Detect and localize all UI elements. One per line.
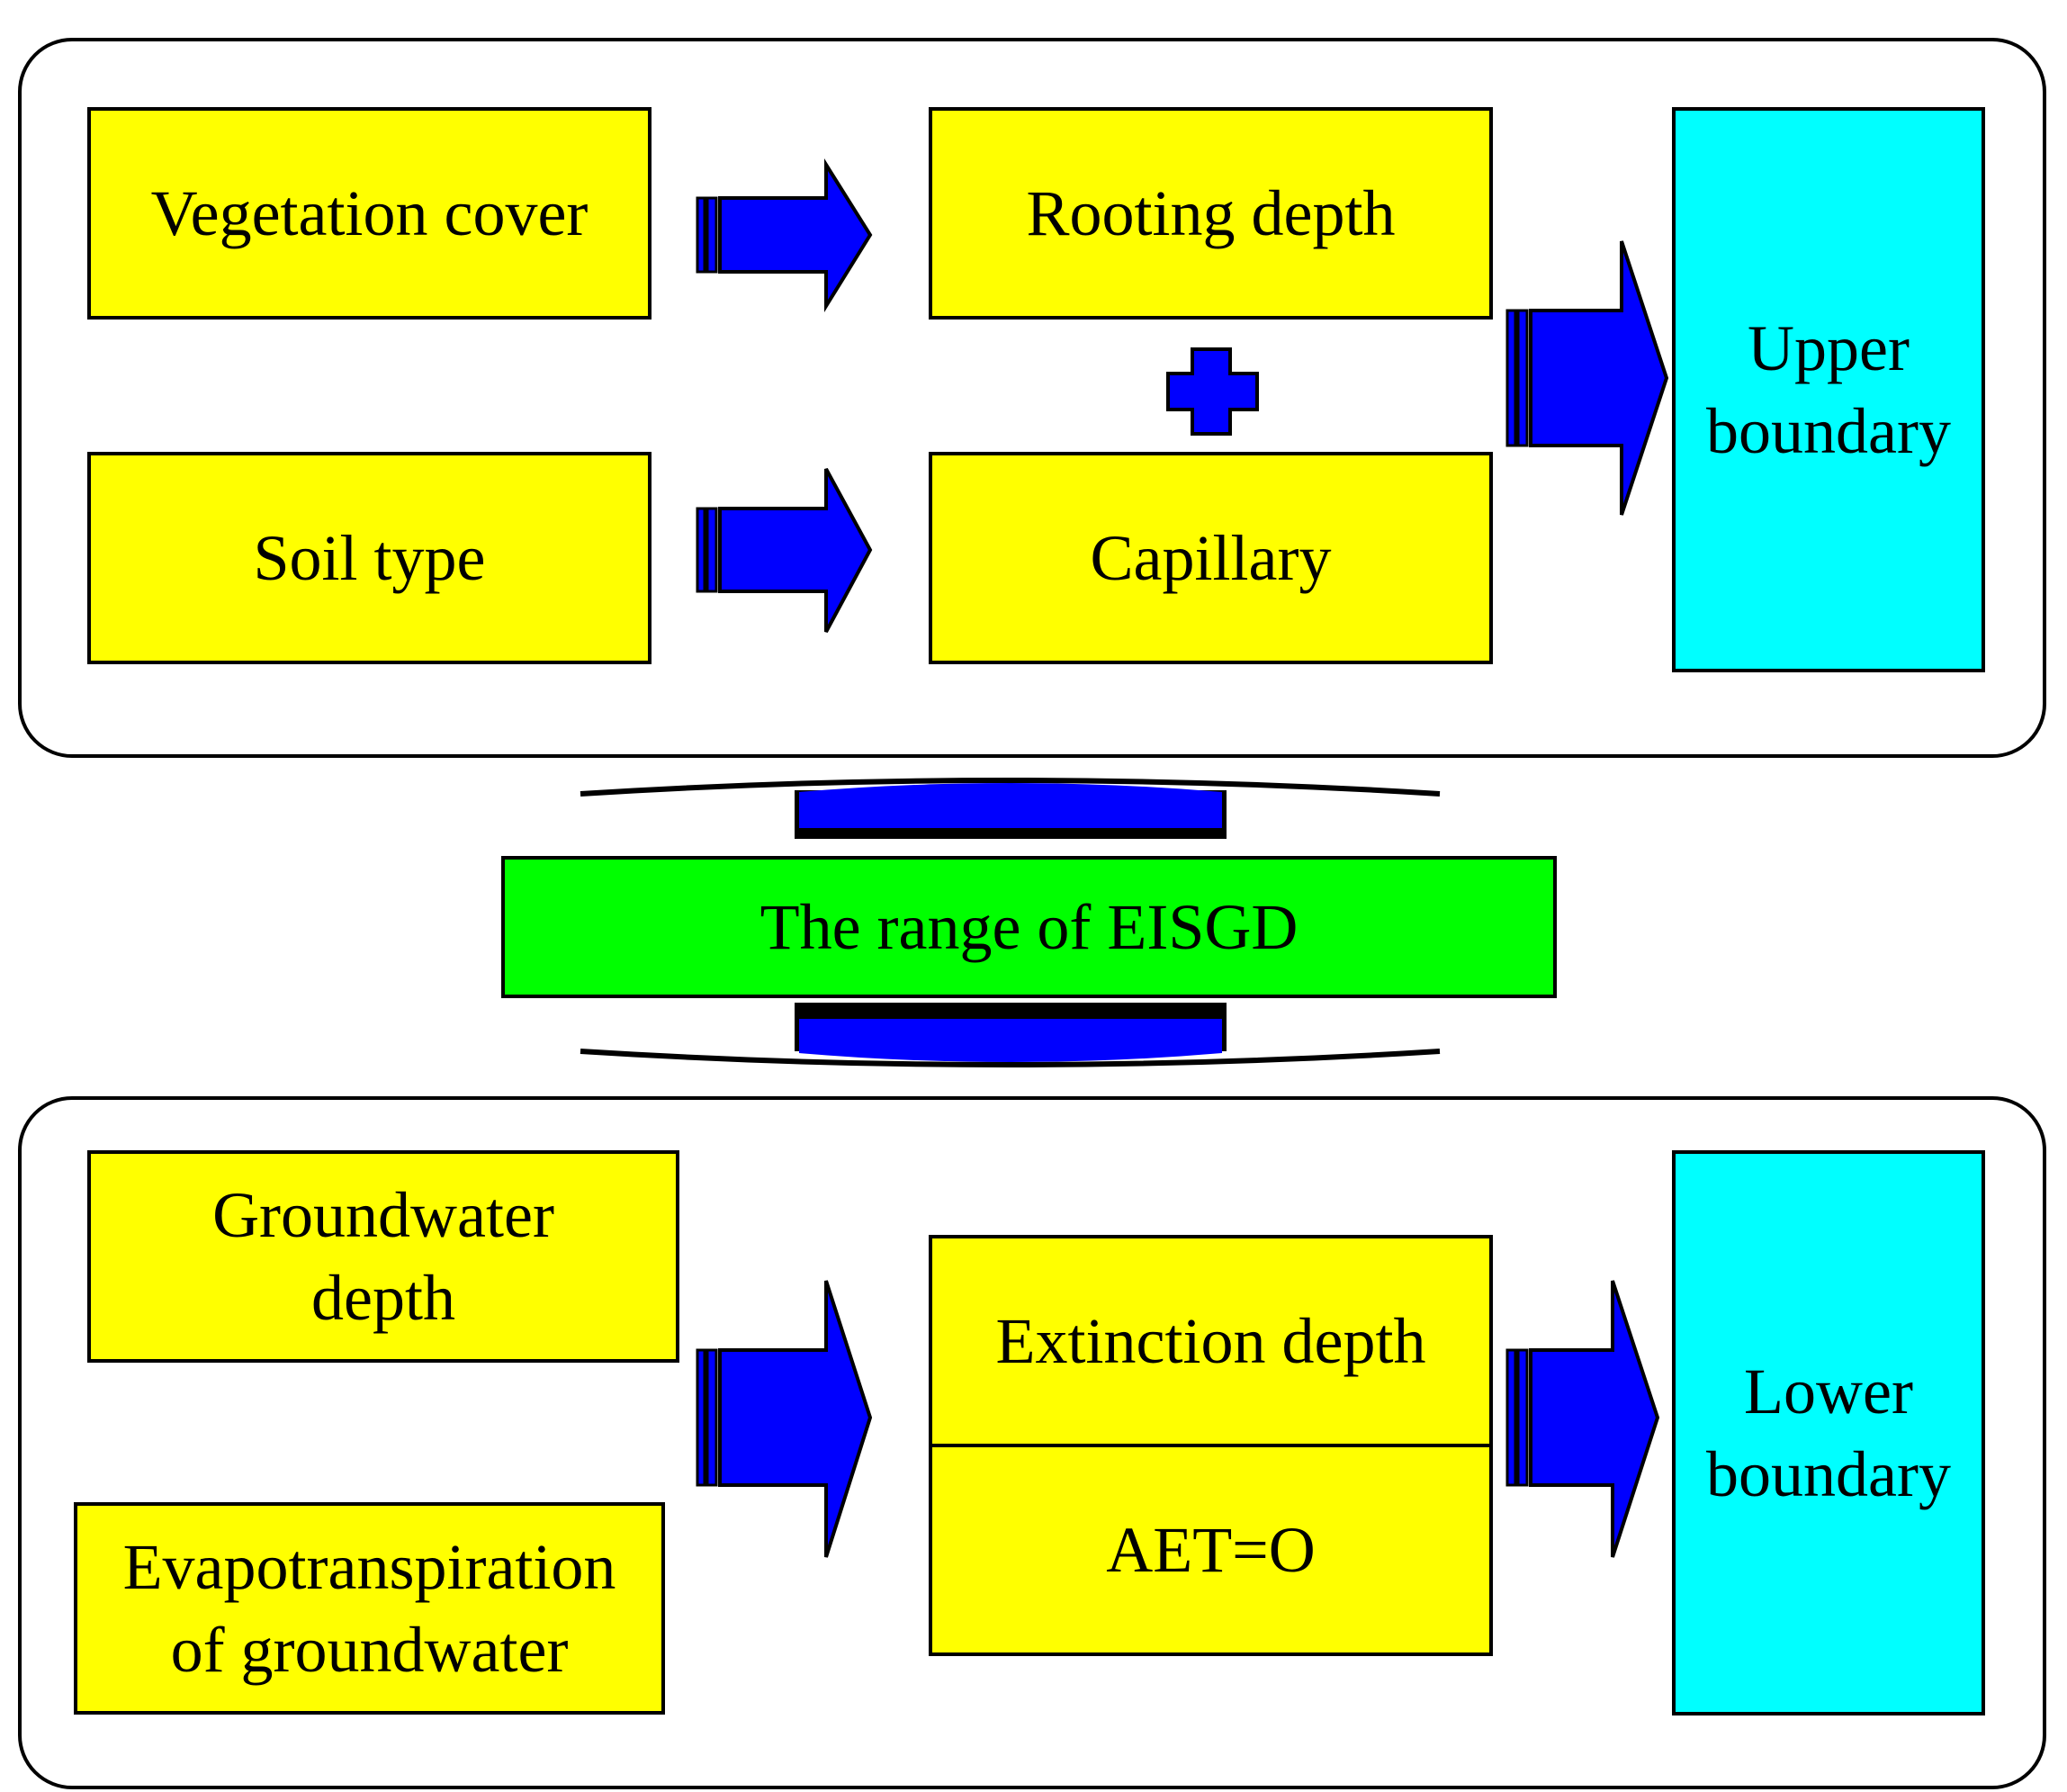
groundwater-depth-box: Groundwater depth bbox=[87, 1150, 679, 1363]
rooting-depth-box: Rooting depth bbox=[929, 107, 1493, 320]
evapotranspiration-box: Evapotranspiration of groundwater bbox=[74, 1502, 665, 1715]
soil-type-box: Soil type bbox=[87, 452, 652, 664]
extinction-depth-box: Extinction depth bbox=[929, 1235, 1493, 1447]
upper-boundary-box: Upper boundary bbox=[1672, 107, 1985, 672]
block-arrow-right-icon bbox=[696, 158, 873, 313]
aet-box: AET=O bbox=[929, 1444, 1493, 1656]
capillary-box: Capillary bbox=[929, 452, 1493, 664]
bracket-arrow-icon bbox=[580, 778, 1441, 839]
lower-boundary-box: Lower boundary bbox=[1672, 1150, 1985, 1715]
eisgd-range-box: The range of EISGD bbox=[501, 856, 1557, 998]
plus-icon bbox=[1166, 347, 1259, 436]
bracket-arrow-icon bbox=[580, 1003, 1441, 1067]
block-arrow-right-icon bbox=[696, 468, 873, 633]
vegetation-cover-box: Vegetation cover bbox=[87, 107, 652, 320]
block-arrow-right-icon bbox=[1505, 1280, 1660, 1558]
block-arrow-right-icon bbox=[1505, 240, 1669, 516]
block-arrow-right-icon bbox=[696, 1280, 873, 1558]
